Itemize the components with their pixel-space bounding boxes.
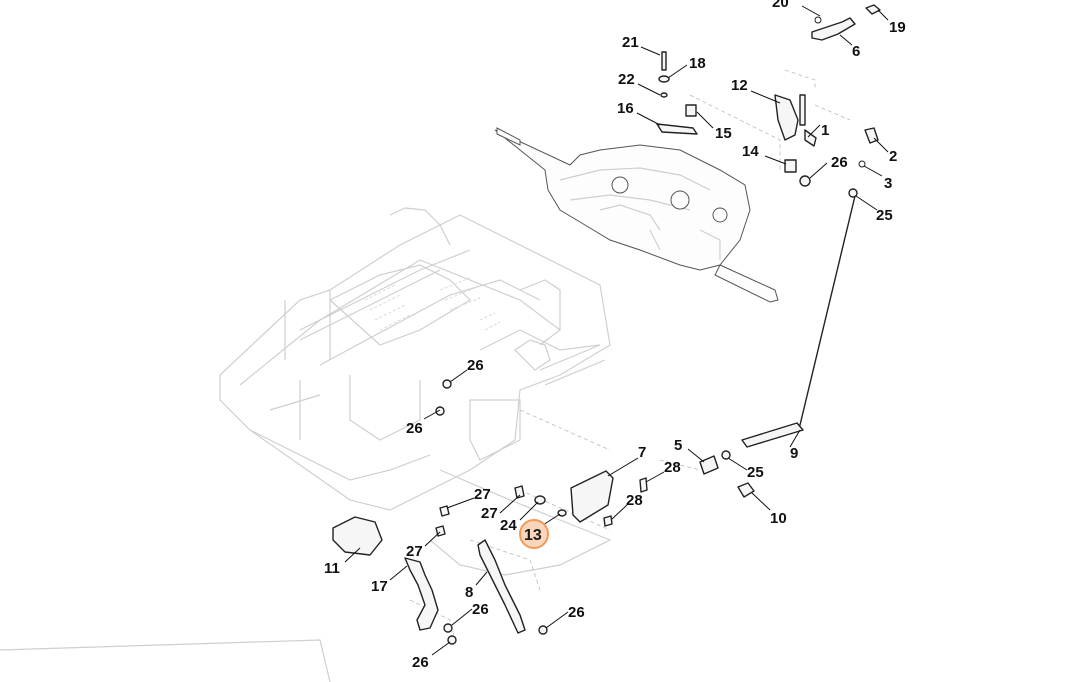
callout-28-a[interactable]: 28 [664,459,681,476]
callout-27-b[interactable]: 27 [481,505,498,522]
callout-18[interactable]: 18 [689,55,706,72]
callout-11[interactable]: 11 [324,560,340,577]
leader-lines [344,5,889,656]
callout-26-frame-b[interactable]: 26 [406,420,423,437]
highlight-marker[interactable] [519,519,549,549]
callout-2[interactable]: 2 [889,148,897,165]
callout-10[interactable]: 10 [770,510,787,527]
callout-3[interactable]: 3 [884,175,892,192]
callout-25-top[interactable]: 25 [876,207,893,224]
callout-21[interactable]: 21 [622,34,639,51]
callout-17[interactable]: 17 [371,578,388,595]
callout-19[interactable]: 19 [889,19,906,36]
callout-6[interactable]: 6 [852,43,860,60]
callout-20[interactable]: 20 [772,0,789,11]
callout-26-low-c[interactable]: 26 [412,654,429,671]
callout-labels: 20 19 6 21 18 22 12 16 15 1 2 14 26 3 25… [324,0,906,671]
callout-8[interactable]: 8 [465,584,473,601]
callout-12[interactable]: 12 [731,77,748,94]
callout-27-c[interactable]: 27 [406,543,423,560]
callout-26-frame-a[interactable]: 26 [467,357,484,374]
callout-13[interactable]: 13 [524,527,542,544]
callout-26-low-b[interactable]: 26 [568,604,585,621]
callout-27-a[interactable]: 27 [474,486,491,503]
callout-9[interactable]: 9 [790,445,798,462]
callout-1[interactable]: 1 [821,122,829,139]
callout-15[interactable]: 15 [715,125,732,142]
callout-26-low-a[interactable]: 26 [472,601,489,618]
callout-22[interactable]: 22 [618,71,635,88]
callout-25-low[interactable]: 25 [747,464,764,481]
transaxle-assembly [494,127,779,303]
callout-16[interactable]: 16 [617,100,634,117]
callout-5[interactable]: 5 [674,437,682,454]
callout-14[interactable]: 14 [742,143,759,160]
callout-26-top[interactable]: 26 [831,154,848,171]
parts [332,4,881,645]
callout-28-b[interactable]: 28 [626,492,643,509]
chassis-frame [0,207,612,682]
callout-24[interactable]: 24 [500,517,517,534]
callout-7[interactable]: 7 [638,444,646,461]
